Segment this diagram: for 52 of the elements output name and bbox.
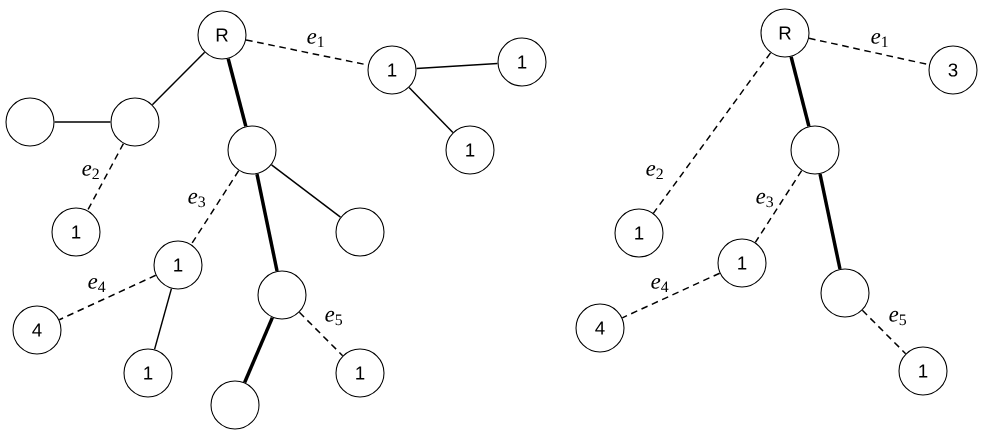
tree-node: [790, 125, 840, 175]
tree-edge: [151, 51, 206, 106]
tree-edge: [621, 272, 721, 319]
edge-label: e$_{4}$: [649, 276, 671, 294]
tree-edge: [255, 173, 279, 272]
tree-edge: [226, 58, 248, 127]
tree-node: 4: [575, 303, 625, 353]
tree-node: R: [760, 8, 810, 58]
tree-node: 1: [614, 208, 664, 258]
tree-node: 4: [12, 305, 62, 355]
tree-node: 1: [123, 348, 173, 398]
tree-node: [110, 97, 160, 147]
tree-node: 1: [898, 346, 948, 396]
tree-node: [820, 268, 870, 318]
tree-edge: [270, 164, 342, 218]
tree-node: 1: [153, 240, 203, 290]
tree-edge: [652, 52, 772, 214]
tree-edge: [53, 121, 112, 123]
edge-label: e$_{5}$: [887, 309, 909, 327]
tree-node: 1: [51, 207, 101, 257]
edge-label: e$_{1}$: [869, 31, 891, 49]
tree-node: 1: [497, 37, 547, 87]
tree-edge: [789, 56, 811, 127]
tree-node: [335, 207, 385, 257]
tree-node: 1: [445, 125, 495, 175]
edge-label: e$_{2}$: [80, 163, 102, 181]
tree-node: 1: [717, 238, 767, 288]
tree-node: 3: [928, 45, 978, 95]
tree-node: [5, 97, 55, 147]
tree-node: [210, 380, 260, 430]
tree-edge: [415, 62, 499, 70]
tree-edge: [298, 311, 344, 357]
tree-node: 1: [367, 45, 417, 95]
tree-edge: [818, 173, 842, 270]
tree-edge: [243, 316, 274, 384]
tree-edge: [408, 86, 454, 134]
edge-label: e$_{4}$: [86, 276, 108, 294]
tree-edge: [190, 169, 240, 246]
tree-node: [227, 125, 277, 175]
tree-edge: [861, 309, 907, 355]
tree-edge: [86, 142, 125, 212]
tree-edge: [58, 274, 157, 321]
edge-label: e$_{3}$: [186, 191, 208, 209]
edge-label: e$_{1}$: [305, 31, 327, 49]
tree-node: 1: [335, 348, 385, 398]
edge-label: e$_{2}$: [644, 163, 666, 181]
tree-edge: [153, 287, 173, 351]
edge-label: e$_{5}$: [323, 309, 345, 327]
edge-label: e$_{3}$: [754, 191, 776, 209]
tree-edge: [754, 169, 803, 244]
tree-node: R: [197, 10, 247, 60]
tree-node: [257, 270, 307, 320]
